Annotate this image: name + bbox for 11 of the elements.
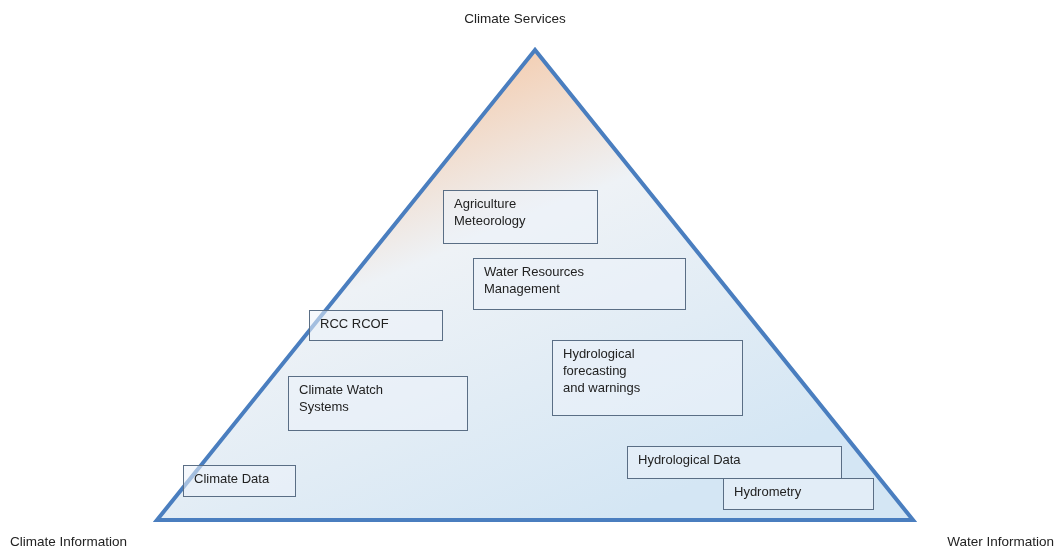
corner-label: Climate Services bbox=[464, 11, 566, 26]
text-box: Water Resources Management bbox=[473, 258, 686, 310]
text-box: Hydrological forecasting and warnings bbox=[552, 340, 743, 416]
text-box: Climate Data bbox=[183, 465, 296, 497]
text-box: Hydrometry bbox=[723, 478, 874, 510]
text-box: Agriculture Meteorology bbox=[443, 190, 598, 244]
text-box: RCC RCOF bbox=[309, 310, 443, 341]
corner-label: Climate Information bbox=[10, 534, 128, 549]
corner-label: Water Information bbox=[947, 534, 1054, 549]
text-box: Hydrological Data bbox=[627, 446, 842, 479]
text-box: Climate Watch Systems bbox=[288, 376, 468, 431]
